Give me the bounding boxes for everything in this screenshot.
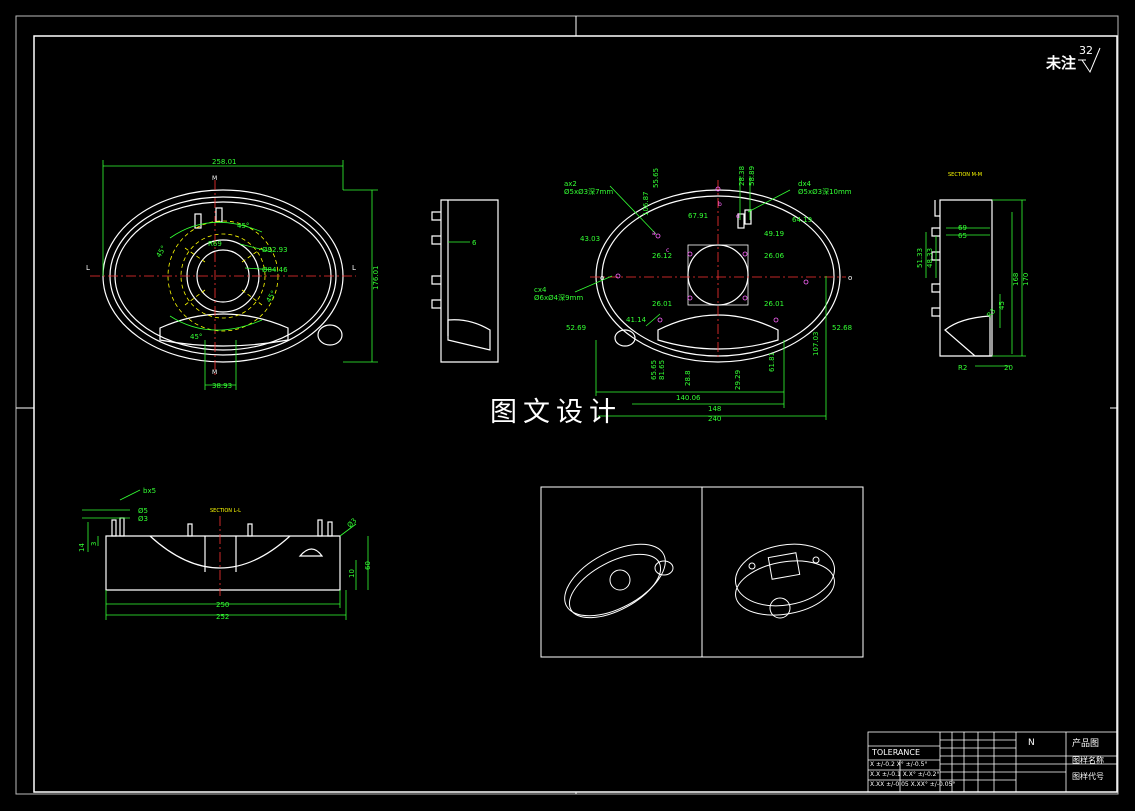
side-section-label: 48.33 [926,248,934,268]
watermark: 图文设计 [490,397,622,428]
plan-view-label: 55.65 [652,168,660,188]
plan-view-label: 64.19 [792,216,812,224]
side-section-label: R2 [958,364,967,372]
front-view-label: 258.01 [212,158,237,166]
front-view-label: Ø92.93 [262,246,288,254]
front-view-label: 45° [237,222,249,230]
plan-view-label: a [652,230,656,237]
bottom-section-label: Ø3 [346,517,359,530]
plan-view-label: 26.01 [652,300,672,308]
side-section-label: 51.33 [916,248,924,268]
bottom-section-label: 250 [216,601,229,609]
plan-view-label: o [600,274,604,282]
tolerance-row: X ±/-0.2 X° ±/-0.5° [870,761,928,768]
plan-view-label: 28.38 [738,166,746,186]
plan-view-label: 29.29 [734,370,742,390]
iso-view-bottom [734,543,836,619]
front-view-label: 45° [155,244,168,259]
plan-view-label: 28.8 [684,370,692,386]
plan-view-label: 41.14 [626,316,647,324]
front-view-label: M [212,175,217,182]
plan-view-label: o [848,274,852,282]
bottom-section-label: 14 [78,543,86,552]
plan-view-label: 240 [708,415,721,423]
plan-view-label: 140.06 [676,394,701,402]
plan-view-label: 106.87 [642,192,650,217]
plan-view-label: dx4 [798,180,812,188]
front-view-label: L [352,264,356,272]
bottom-section-label: Ø5 [138,507,148,515]
bottom-section-label: bx5 [143,487,156,495]
plan-view-label: 52.69 [566,324,586,332]
front-view-label: 45° [190,333,202,341]
front-view-label: M [212,369,217,376]
plan-view-label: 26.01 [764,300,784,308]
iso-view-top [564,543,674,619]
plan-view-label: d [736,213,740,220]
plan-view-label: 148 [708,405,721,413]
plan-view-label: 65.65 [650,360,658,380]
side-section-label: 168 [1012,273,1020,286]
roughness-symbol [1081,47,1101,74]
plan-view-label: b [718,201,722,208]
section-title: SECTION L-L [210,508,241,514]
product-label: 产品图 [1072,739,1100,749]
plan-view-label: 61.81 [768,352,776,372]
small-side-label: 6 [472,239,477,247]
plan-view-label: 43.03 [580,235,600,243]
front-view-label: Ø84.46 [262,266,288,274]
bottom-section-label: 3 [90,542,98,546]
roughness-value: 32 [1079,44,1093,57]
tolerance-title: TOLERANCE [872,748,921,757]
drawing-frame [15,15,1119,795]
plan-view-label: 49.19 [764,230,784,238]
bottom-section-label: Ø3 [138,515,148,523]
plan-view-label: ax2 [564,180,577,188]
bottom-section-label: 252 [216,613,229,621]
front-view-label: R69 [208,240,222,248]
tolerance-row: X.X ±/-0.1 X.X° ±/-0.2° [870,771,940,778]
drawing-code-label: 图样代号 [1072,772,1104,781]
bottom-section-label: 60 [364,561,372,570]
plan-view-label: Ø5xØ3深7mm [564,187,613,196]
plan-view-label: 58.89 [748,166,756,186]
section-title: SECTION M-M [948,172,982,178]
front-view-label: 38.93 [212,382,232,390]
front-view-label: 176.01 [372,266,380,291]
front-view-label: L [86,264,90,272]
tolerance-row: X.XX ±/-0.05 X.XX° ±/-0.05° [870,781,956,788]
title-mark: N [1028,738,1035,748]
plan-view-label: 81.65 [658,360,666,380]
plan-view-label: c [666,247,669,254]
plan-view-label: Ø6xØ4深9mm [534,293,583,302]
plan-view-label: cx4 [534,286,547,294]
side-section-label: R3 [985,307,997,319]
surface-note: 未注 [1046,54,1077,72]
title-block [867,731,1118,793]
bottom-section-label: 10 [348,569,356,578]
small-side-view: 6 [431,199,499,363]
drawing-name-label: 图样名称 [1072,756,1104,765]
plan-view-label: Ø5xØ3深10mm [798,187,852,196]
side-section-label: 170 [1022,273,1030,286]
plan-view-label: 52.68 [832,324,852,332]
plan-view-label: 26.12 [652,252,672,260]
side-section-label: 69 [958,224,967,232]
side-section-label: 65 [958,232,967,240]
isometric-views [540,486,864,658]
plan-view-label: 107.03 [812,332,820,357]
side-section-label: 20 [1004,364,1013,372]
side-section-label: 45 [998,301,1006,310]
plan-view-label: 67.91 [688,212,708,220]
plan-view-label: 26.06 [764,252,785,260]
